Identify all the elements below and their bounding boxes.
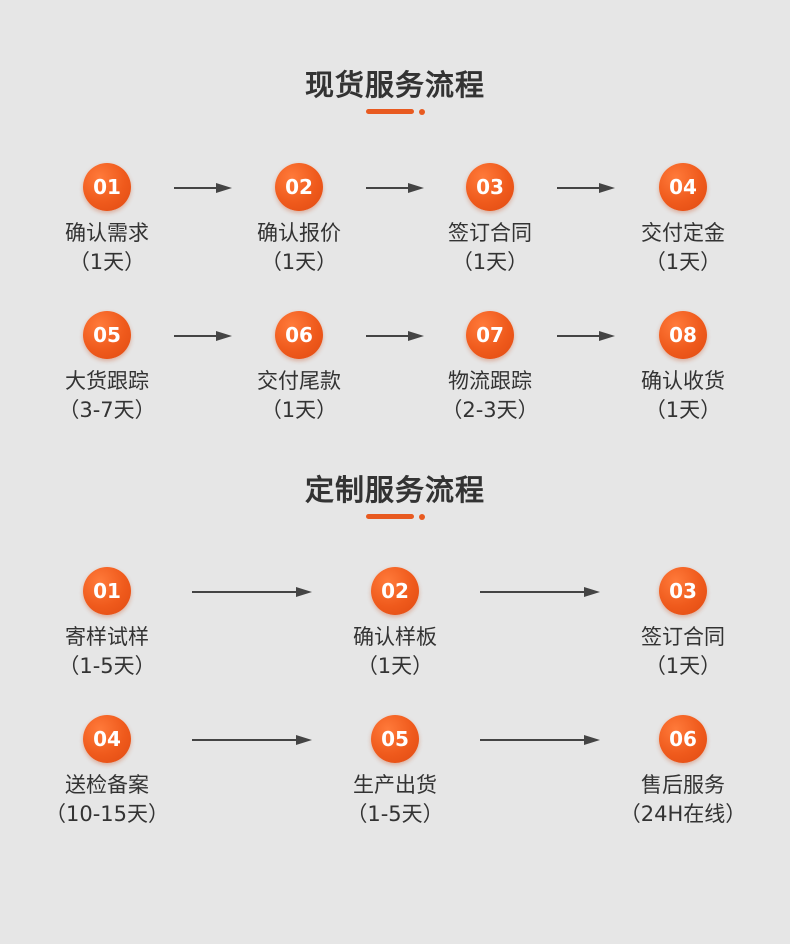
step-label: 售后服务 bbox=[641, 773, 725, 797]
step-duration: （1天） bbox=[451, 250, 529, 274]
custom-title-underline bbox=[366, 514, 414, 519]
arrow-icon bbox=[366, 183, 424, 193]
arrow-icon bbox=[557, 183, 615, 193]
step-number-badge: 01 bbox=[83, 567, 131, 615]
step-number-badge: 06 bbox=[659, 715, 707, 763]
arrow-icon bbox=[480, 735, 600, 745]
stock-step-03: 03 签订合同 （1天） bbox=[410, 163, 570, 277]
step-label: 确认报价 bbox=[257, 221, 341, 245]
arrow-icon bbox=[192, 735, 312, 745]
step-number-badge: 06 bbox=[275, 311, 323, 359]
step-duration: （1-5天） bbox=[346, 802, 444, 826]
step-label: 签订合同 bbox=[448, 221, 532, 245]
step-label: 确认收货 bbox=[641, 369, 725, 393]
stock-step-08: 08 确认收货 （1天） bbox=[603, 311, 763, 425]
stock-step-06: 06 交付尾款 （1天） bbox=[219, 311, 379, 425]
step-number-badge: 05 bbox=[83, 311, 131, 359]
step-number-badge: 07 bbox=[466, 311, 514, 359]
custom-step-02: 02 确认样板 （1天） bbox=[315, 567, 475, 681]
step-number-badge: 04 bbox=[659, 163, 707, 211]
step-duration: （24H在线） bbox=[619, 802, 747, 826]
step-label: 送检备案 bbox=[65, 773, 149, 797]
step-number-badge: 04 bbox=[83, 715, 131, 763]
step-duration: （1天） bbox=[260, 250, 338, 274]
step-duration: （1天） bbox=[356, 654, 434, 678]
stock-title-underline bbox=[366, 109, 414, 114]
step-duration: （10-15天） bbox=[44, 802, 170, 826]
custom-step-05: 05 生产出货 （1-5天） bbox=[315, 715, 475, 829]
arrow-icon bbox=[174, 183, 232, 193]
custom-step-06: 06 售后服务 （24H在线） bbox=[603, 715, 763, 829]
step-label: 物流跟踪 bbox=[448, 369, 532, 393]
step-number-badge: 08 bbox=[659, 311, 707, 359]
arrow-icon bbox=[174, 331, 232, 341]
stock-step-01: 01 确认需求 （1天） bbox=[27, 163, 187, 277]
stock-step-05: 05 大货跟踪 （3-7天） bbox=[27, 311, 187, 425]
arrow-icon bbox=[557, 331, 615, 341]
custom-step-04: 04 送检备案 （10-15天） bbox=[27, 715, 187, 829]
step-label: 交付尾款 bbox=[257, 369, 341, 393]
stock-step-04: 04 交付定金 （1天） bbox=[603, 163, 763, 277]
step-label: 签订合同 bbox=[641, 625, 725, 649]
stock-section-title: 现货服务流程 bbox=[304, 68, 485, 102]
custom-section-title: 定制服务流程 bbox=[304, 473, 485, 507]
custom-step-01: 01 寄样试样 （1-5天） bbox=[27, 567, 187, 681]
stock-step-02: 02 确认报价 （1天） bbox=[219, 163, 379, 277]
custom-title-dot bbox=[419, 514, 425, 520]
step-number-badge: 03 bbox=[659, 567, 707, 615]
step-number-badge: 01 bbox=[83, 163, 131, 211]
step-label: 确认样板 bbox=[353, 625, 437, 649]
step-label: 大货跟踪 bbox=[65, 369, 149, 393]
step-number-badge: 02 bbox=[275, 163, 323, 211]
step-number-badge: 03 bbox=[466, 163, 514, 211]
step-duration: （1天） bbox=[644, 398, 722, 422]
arrow-icon bbox=[366, 331, 424, 341]
step-label: 寄样试样 bbox=[65, 625, 149, 649]
step-duration: （3-7天） bbox=[58, 398, 156, 422]
arrow-icon bbox=[192, 587, 312, 597]
step-duration: （2-3天） bbox=[441, 398, 539, 422]
step-number-badge: 05 bbox=[371, 715, 419, 763]
step-duration: （1天） bbox=[644, 654, 722, 678]
step-number-badge: 02 bbox=[371, 567, 419, 615]
arrow-icon bbox=[480, 587, 600, 597]
custom-step-03: 03 签订合同 （1天） bbox=[603, 567, 763, 681]
step-duration: （1天） bbox=[68, 250, 146, 274]
step-label: 交付定金 bbox=[641, 221, 725, 245]
step-label: 确认需求 bbox=[65, 221, 149, 245]
step-label: 生产出货 bbox=[353, 773, 437, 797]
stock-step-07: 07 物流跟踪 （2-3天） bbox=[410, 311, 570, 425]
stock-title-dot bbox=[419, 109, 425, 115]
step-duration: （1-5天） bbox=[58, 654, 156, 678]
step-duration: （1天） bbox=[644, 250, 722, 274]
step-duration: （1天） bbox=[260, 398, 338, 422]
